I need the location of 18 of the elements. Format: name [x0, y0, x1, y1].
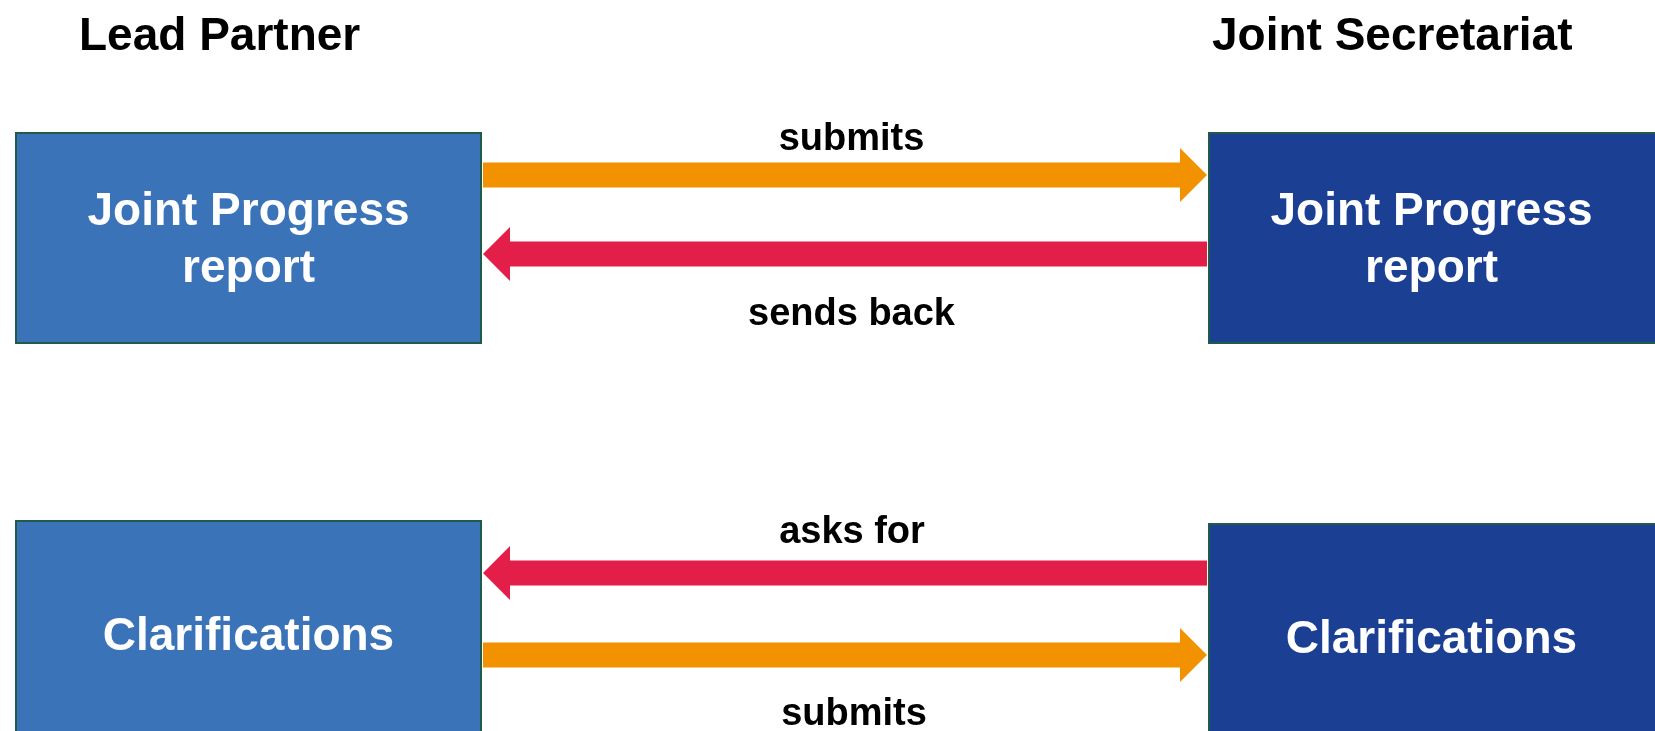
process-box [15, 520, 482, 731]
box-text: Joint Progress report [86, 181, 411, 294]
arrow [483, 227, 1207, 281]
edge-label: submits [778, 115, 925, 160]
box-text: Clarifications [1285, 610, 1578, 666]
edge-label: submits [781, 690, 927, 731]
column-heading: Joint Secretariat [1212, 7, 1573, 62]
box-text: Joint Progress report [1269, 181, 1594, 294]
arrow [483, 148, 1207, 202]
edge-label: sends back [748, 290, 955, 335]
arrow [483, 628, 1207, 682]
edge-label: asks for [779, 508, 925, 553]
arrow [483, 546, 1207, 600]
process-box [1208, 132, 1655, 344]
process-box [1208, 523, 1655, 731]
column-heading: Lead Partner [79, 7, 361, 62]
process-box [15, 132, 482, 344]
box-text: Clarifications [102, 607, 395, 663]
